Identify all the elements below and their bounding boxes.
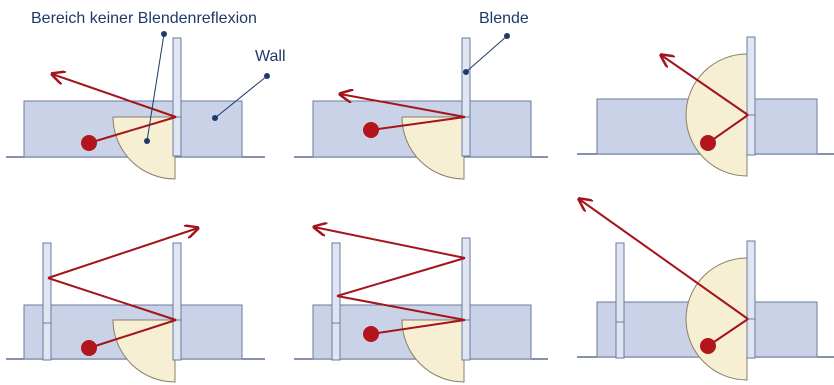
zone-leader-dot-bottom — [144, 138, 150, 144]
ray-incident — [707, 318, 749, 347]
wall-label: Wall — [255, 48, 286, 65]
ray-reflected-1 — [47, 277, 177, 321]
no-reflection-zone — [401, 319, 465, 383]
wall-leader-dot-bottom — [212, 115, 218, 121]
panel-5 — [294, 227, 548, 383]
sound-source — [363, 122, 379, 138]
ray-incident — [370, 116, 466, 131]
panel-6 — [577, 199, 834, 381]
ray-reflected-3 — [314, 227, 466, 259]
callouts: Bereich keiner Blendenreflexion Wall Ble… — [31, 10, 529, 144]
ray-incident — [88, 319, 177, 349]
wall-leader-dot-top — [264, 73, 270, 79]
ray-reflected — [52, 74, 177, 118]
ray-incident — [707, 114, 749, 144]
aperture-left — [331, 242, 341, 361]
sound-source — [363, 326, 379, 342]
aperture-left — [615, 242, 625, 359]
panel-2 — [294, 37, 548, 180]
panel-4 — [6, 228, 265, 383]
sound-source — [700, 338, 716, 354]
aperture-leader-dot-top — [504, 33, 510, 39]
ray-reflected-1 — [336, 295, 466, 321]
no-reflection-zone — [401, 116, 465, 180]
no-reflection-zone — [685, 257, 748, 381]
aperture — [461, 237, 471, 361]
wall-leader-line — [214, 75, 268, 119]
zone-leader-line — [146, 33, 165, 142]
aperture — [461, 37, 471, 157]
no-reflection-zone — [112, 116, 176, 180]
aperture — [746, 36, 756, 156]
ray-reflected — [340, 94, 466, 118]
aperture — [172, 242, 182, 361]
ray-reflected-2 — [47, 228, 198, 279]
sound-source — [700, 135, 716, 151]
aperture-label: Blende — [479, 10, 529, 27]
aperture-left — [42, 242, 52, 361]
sound-source — [81, 135, 97, 151]
sound-source — [81, 340, 97, 356]
aperture-leader-dot-bottom — [463, 69, 469, 75]
ray-incident — [88, 116, 177, 144]
zone-leader-dot-top — [161, 31, 167, 37]
ray-reflected — [661, 55, 749, 116]
ray-reflected — [579, 199, 749, 320]
ray-incident — [370, 319, 466, 335]
zone-label: Bereich keiner Blendenreflexion — [31, 10, 257, 27]
aperture-leader-line — [465, 35, 508, 73]
panel-1 — [6, 37, 265, 180]
aperture — [746, 240, 756, 359]
panel-3 — [577, 36, 834, 177]
no-reflection-zone — [685, 53, 748, 177]
ray-reflected-2 — [336, 257, 466, 297]
aperture — [172, 37, 182, 157]
